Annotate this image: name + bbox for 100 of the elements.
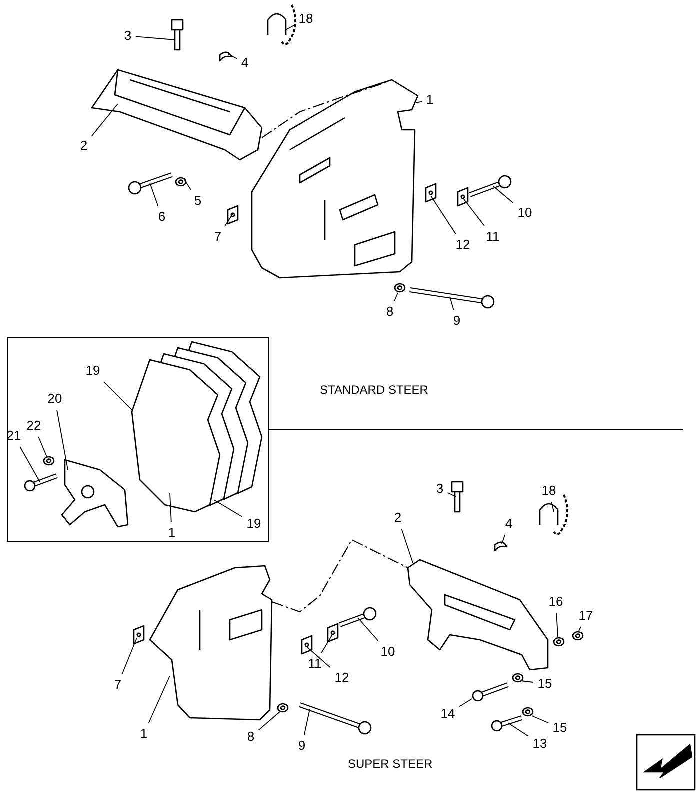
callout-number: 13 bbox=[532, 736, 548, 751]
callout-number: 3 bbox=[436, 481, 444, 496]
leader-line bbox=[122, 638, 138, 674]
callout-number: 8 bbox=[386, 304, 394, 319]
bolt-drawing bbox=[491, 716, 523, 732]
leader-line bbox=[358, 618, 379, 642]
callout-number: 19 bbox=[86, 363, 100, 378]
leader-line bbox=[462, 198, 485, 226]
weight-drawing bbox=[251, 79, 419, 279]
callout-number: 12 bbox=[334, 670, 350, 685]
callout-number: 15 bbox=[552, 720, 568, 735]
leader-line bbox=[430, 196, 456, 234]
callout-number: 4 bbox=[505, 516, 513, 531]
callout-number: 2 bbox=[394, 510, 402, 525]
leader-line bbox=[450, 296, 454, 310]
callout-number: 11 bbox=[486, 229, 500, 244]
leader-line bbox=[228, 54, 238, 60]
section-title: STANDARD STEER bbox=[320, 383, 428, 397]
leader-line bbox=[551, 502, 554, 512]
callout-number: 1 bbox=[426, 92, 434, 107]
callout-number: 16 bbox=[548, 594, 564, 609]
bolt-drawing bbox=[339, 607, 377, 628]
leader-line bbox=[520, 680, 534, 683]
callout-number: 10 bbox=[380, 644, 396, 659]
plate-drawing bbox=[327, 623, 339, 643]
callout-number: 1 bbox=[140, 726, 148, 741]
callout-number: 19 bbox=[246, 516, 262, 531]
callout-number: 9 bbox=[453, 313, 461, 328]
leader-line bbox=[578, 626, 582, 632]
clip-drawing bbox=[494, 542, 508, 552]
leader-line bbox=[304, 708, 310, 736]
leader-line bbox=[492, 186, 514, 204]
bracket-drawing bbox=[91, 69, 263, 161]
callout-number: 20 bbox=[48, 391, 62, 406]
leader-line bbox=[286, 24, 295, 30]
leader-line bbox=[224, 214, 234, 226]
leader-line bbox=[532, 716, 549, 724]
section-title: SUPER STEER bbox=[348, 757, 433, 771]
leader-line bbox=[20, 446, 40, 482]
washer-drawing bbox=[394, 283, 406, 293]
washer-drawing bbox=[512, 673, 524, 683]
bolt-drawing bbox=[472, 682, 509, 702]
washer-drawing bbox=[522, 707, 534, 717]
callout-number: 10 bbox=[518, 205, 532, 220]
center-line bbox=[262, 81, 388, 138]
pin-drawing bbox=[451, 481, 464, 513]
leader-line bbox=[459, 698, 472, 708]
callout-number: 12 bbox=[456, 237, 470, 252]
leader-line bbox=[135, 36, 176, 40]
callout-number: 8 bbox=[247, 729, 255, 744]
callout-number: 7 bbox=[114, 677, 122, 692]
washer-drawing bbox=[175, 177, 187, 187]
leader-line bbox=[502, 534, 506, 544]
washer-drawing bbox=[572, 631, 584, 641]
plate-drawing bbox=[133, 625, 145, 645]
callout-number: 3 bbox=[124, 28, 132, 43]
support-bracket-drawing bbox=[407, 559, 549, 671]
callout-number: 18 bbox=[298, 11, 314, 26]
washer-drawing bbox=[553, 637, 565, 647]
callout-number: 1 bbox=[168, 525, 176, 540]
leader-line bbox=[447, 492, 456, 498]
plate-drawing bbox=[457, 187, 469, 207]
leader-line bbox=[556, 612, 558, 638]
callout-number: 7 bbox=[214, 229, 222, 244]
inset-frame bbox=[8, 338, 268, 541]
leader-line bbox=[56, 410, 68, 470]
bolt-drawing bbox=[24, 474, 58, 492]
weight-drawing bbox=[149, 565, 273, 721]
leader-line bbox=[91, 104, 118, 137]
leader-line bbox=[394, 292, 398, 302]
callout-number: 5 bbox=[194, 193, 202, 208]
leader-line bbox=[508, 722, 529, 737]
tie-rod-drawing bbox=[299, 702, 372, 735]
leader-line bbox=[104, 382, 132, 410]
callout-number: 9 bbox=[298, 738, 306, 753]
plate-drawing bbox=[301, 635, 313, 655]
leader-line bbox=[416, 101, 423, 104]
leader-line bbox=[214, 500, 243, 518]
callout-number: 14 bbox=[440, 706, 456, 721]
leader-line bbox=[306, 646, 331, 668]
leader-line bbox=[401, 528, 414, 564]
washer-drawing bbox=[277, 703, 289, 713]
plate-drawing bbox=[227, 205, 239, 225]
chain-pin-drawing bbox=[539, 494, 569, 536]
bolt-drawing bbox=[128, 172, 173, 195]
leader-line bbox=[321, 634, 334, 654]
bolt-drawing bbox=[469, 175, 512, 198]
leader-line bbox=[148, 676, 170, 724]
callout-number: 17 bbox=[578, 608, 594, 623]
callout-number: 22 bbox=[26, 418, 42, 433]
callout-number: 15 bbox=[538, 676, 552, 691]
washer-drawing bbox=[43, 456, 55, 466]
mounting-bracket-drawing bbox=[61, 459, 129, 528]
weight-stack-drawing bbox=[131, 341, 263, 513]
plate-drawing bbox=[425, 183, 437, 203]
tie-rod-drawing bbox=[410, 288, 495, 309]
callout-number: 18 bbox=[542, 483, 556, 498]
leader-line bbox=[38, 436, 48, 458]
clip-drawing bbox=[219, 52, 233, 62]
leader-line bbox=[258, 712, 280, 731]
